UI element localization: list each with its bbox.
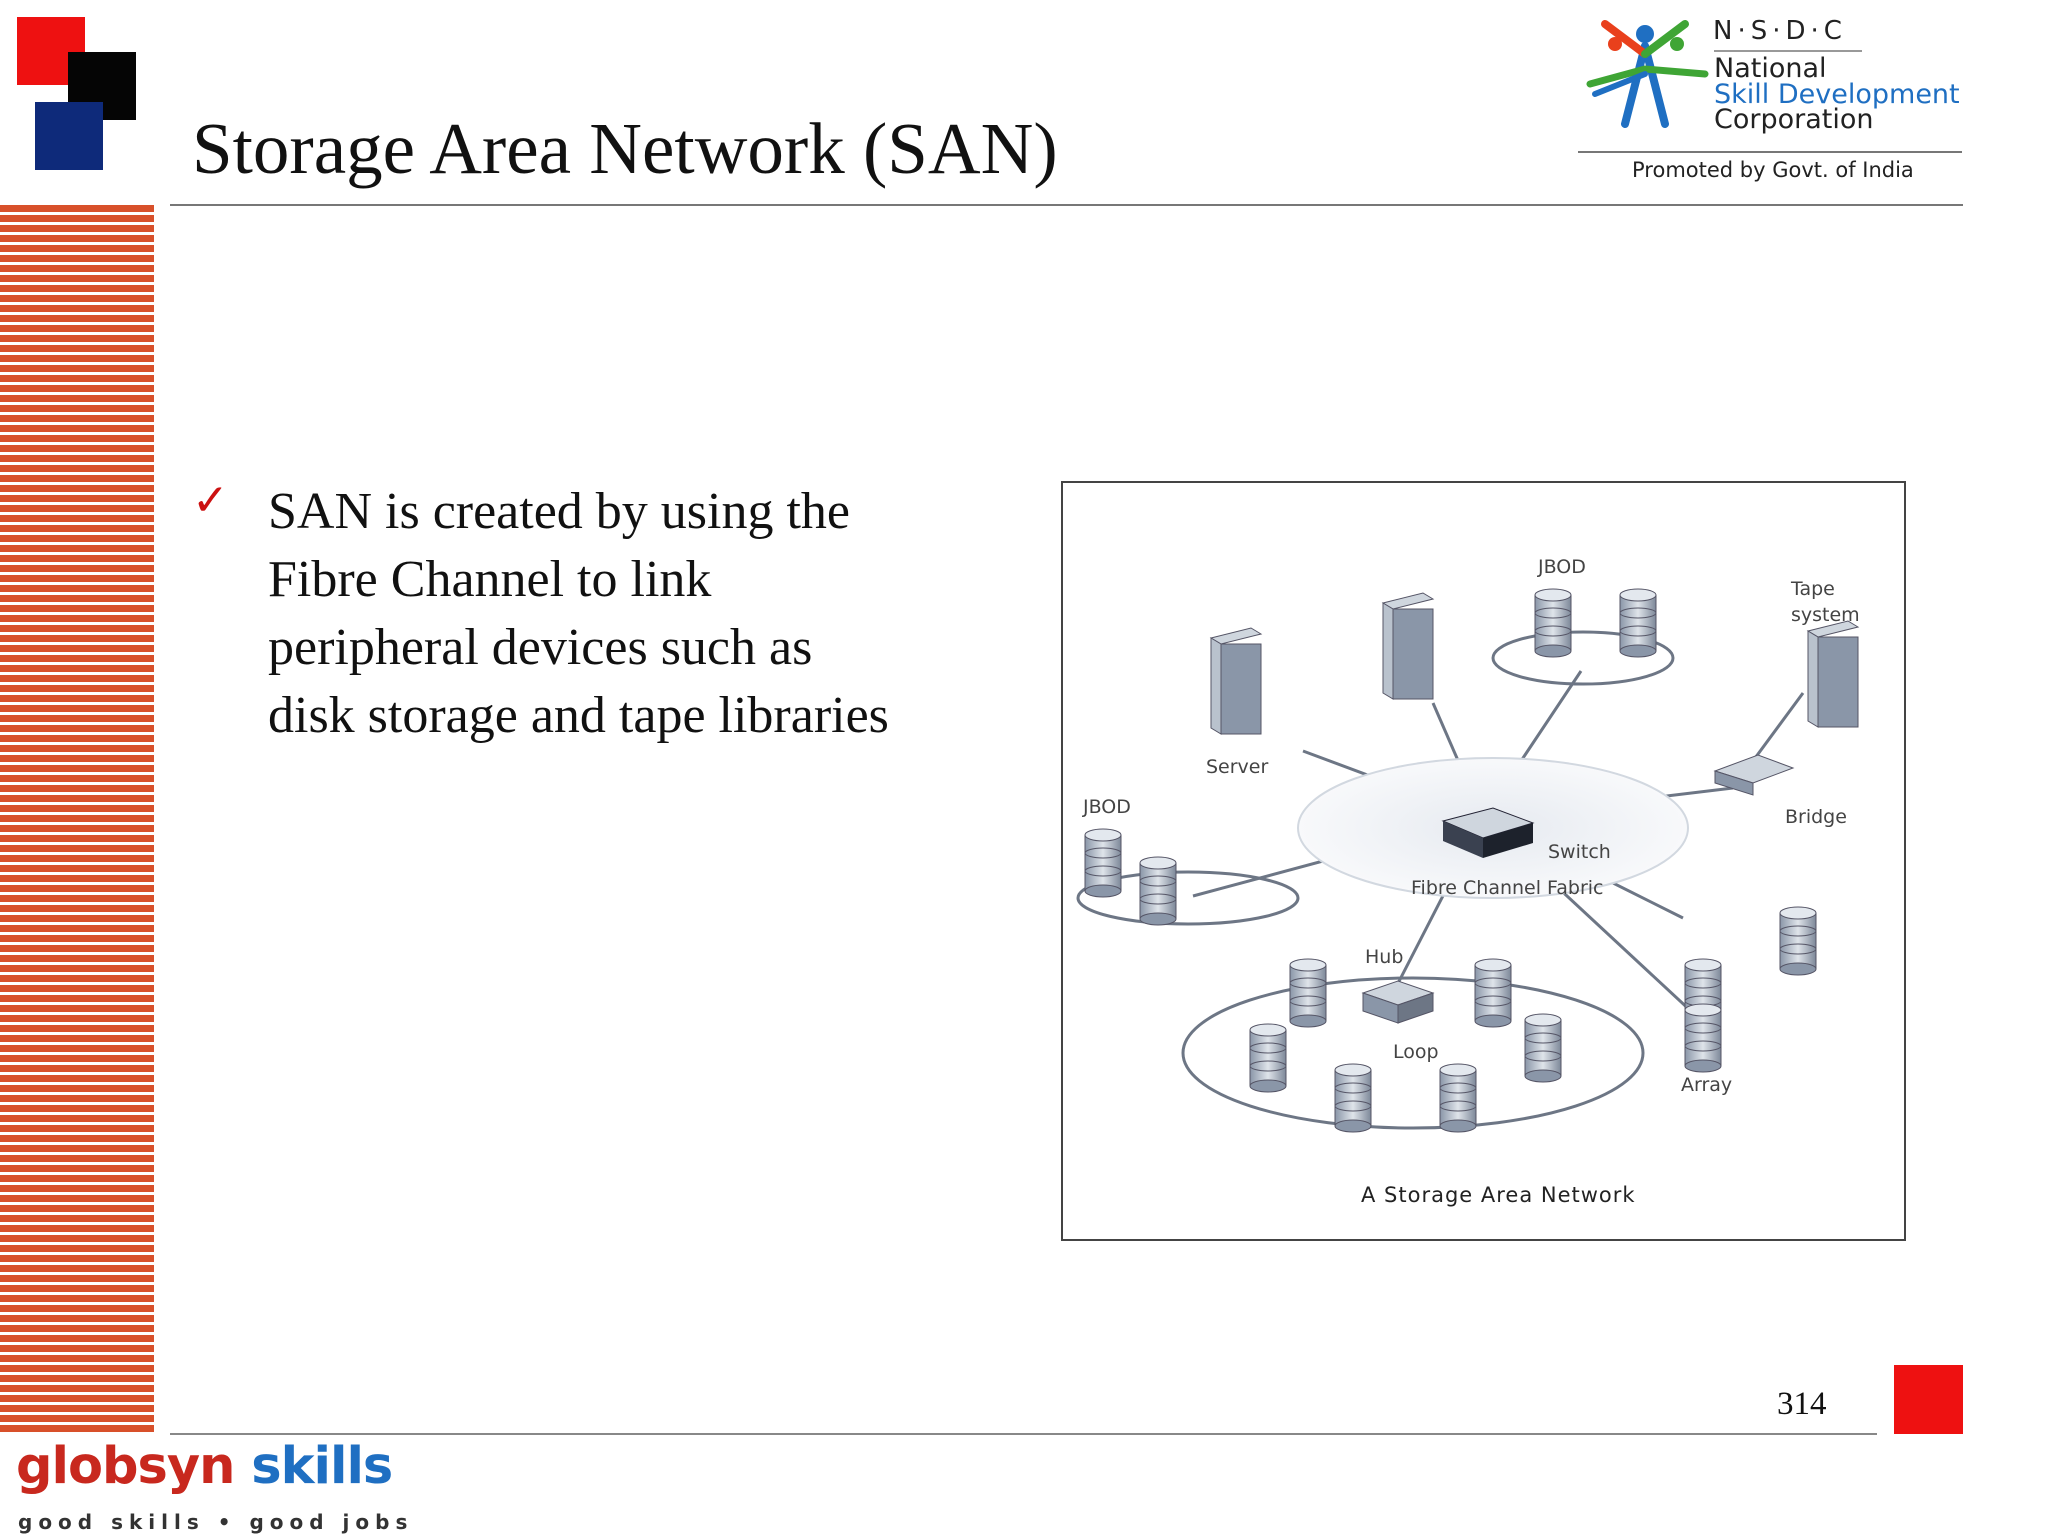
slide-title: Storage Area Network (SAN) [192,108,1058,189]
corner-red-square [1894,1365,1963,1434]
label-server: Server [1206,756,1268,778]
nsdc-abbreviation: N·S·D·C [1713,16,1847,46]
corner-squares-logo [0,0,150,180]
figure-caption: A Storage Area Network [1361,1183,1636,1207]
label-fabric: Fibre Channel Fabric [1411,877,1603,899]
nsdc-name-line1: National [1714,53,1827,84]
label-jbod-left: JBOD [1082,796,1131,818]
globsyn-brand-part2: skills [234,1437,393,1496]
label-hub: Hub [1365,946,1403,968]
label-tape-line1: Tape [1790,578,1835,600]
switch-device [1441,807,1535,858]
label-switch: Switch [1548,841,1611,863]
nsdc-name-line2: Skill Development [1714,79,1960,110]
nsdc-logo-figure-icon [1586,20,1709,128]
label-bridge: Bridge [1785,806,1847,828]
bullet-text: SAN is created by using the Fibre Channe… [268,483,889,744]
globsyn-brand-part1: globsyn [16,1437,235,1496]
nsdc-divider [1578,151,1962,153]
footer-divider [170,1433,1877,1435]
label-jbod-top: JBOD [1537,556,1586,578]
label-array: Array [1681,1074,1732,1096]
checkmark-icon: ✓ [192,475,229,526]
nsdc-abbr-underline [1714,50,1862,52]
label-tape-line2: system [1791,604,1860,626]
label-loop: Loop [1393,1041,1439,1063]
globsyn-logo: globsyn skills [16,1437,393,1496]
page-number: 314 [1777,1386,1827,1422]
globsyn-tagline: good skills • good jobs [18,1510,414,1534]
nsdc-name-line3: Corporation [1714,104,1874,135]
san-diagram: JBOD Tape system Server Bridge JBOD Swit… [1061,481,1906,1241]
left-stripe-bar [0,205,154,1435]
blue-square [35,102,103,170]
nsdc-promoted-text: Promoted by Govt. of India [1632,158,1914,182]
san-diagram-graphic: JBOD Tape system Server Bridge JBOD Swit… [1076,556,1860,1133]
title-divider [170,204,1963,206]
